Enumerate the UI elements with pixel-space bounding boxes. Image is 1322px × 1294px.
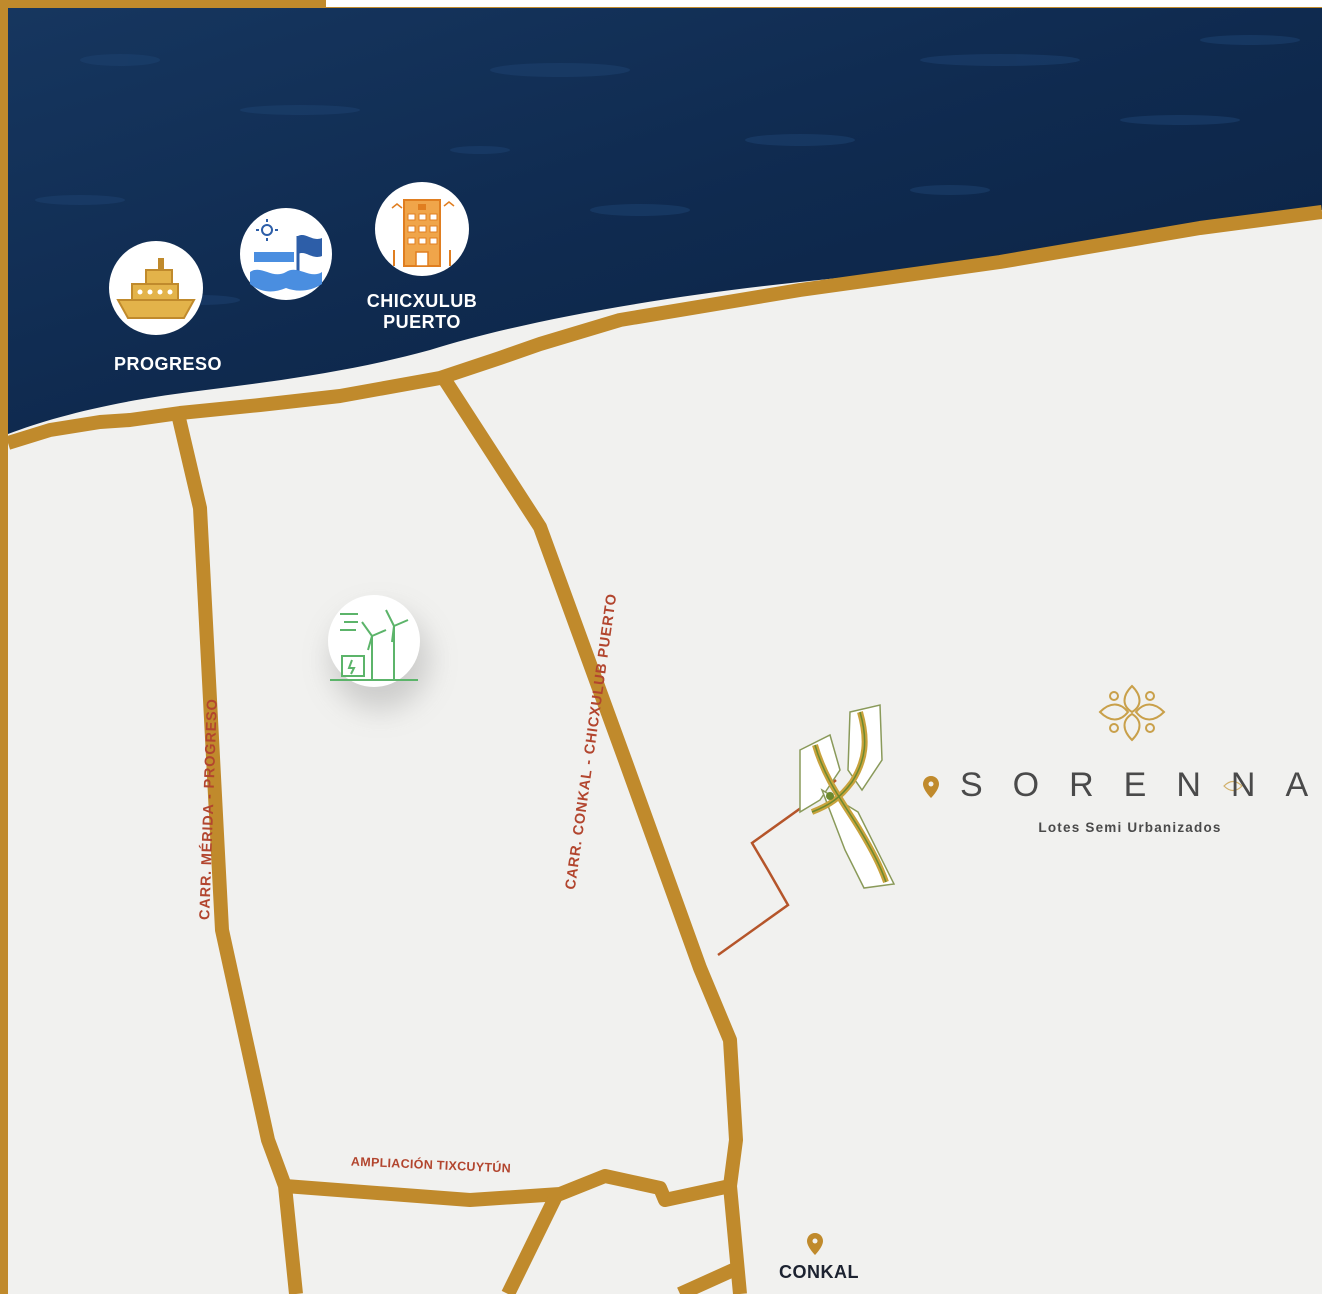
location-pin-icon (923, 776, 939, 798)
road-conkal-chicxulub (437, 373, 747, 1294)
brand-tagline: Lotes Semi Urbanizados (1038, 820, 1222, 835)
road-merida-progreso (171, 412, 303, 1294)
hotel-icon (375, 182, 469, 276)
wind-farm-icon (328, 595, 430, 710)
road-south-diagonal (501, 1192, 563, 1294)
ship-icon (109, 241, 203, 335)
sea-area (8, 8, 1322, 434)
sorenna-leaf-accent-icon (1223, 780, 1243, 792)
sorenna-logo-icon (1098, 684, 1166, 742)
road-conkal-south (677, 1259, 745, 1294)
coastline-road (5, 205, 1322, 450)
project-lots-icon (799, 704, 896, 889)
beach-flag-icon (240, 208, 332, 300)
conkal-pin-icon (807, 1233, 823, 1255)
place-label-conkal: CONKAL (779, 1262, 859, 1282)
road-tixcuytun (284, 1169, 732, 1207)
place-label-progreso: PROGRESO (113, 354, 223, 374)
place-label-chicxulub-line1: CHICXULUB (366, 291, 478, 311)
brand-name: SORENNA (960, 766, 1322, 804)
place-label-chicxulub-line2: PUERTO (383, 312, 461, 332)
